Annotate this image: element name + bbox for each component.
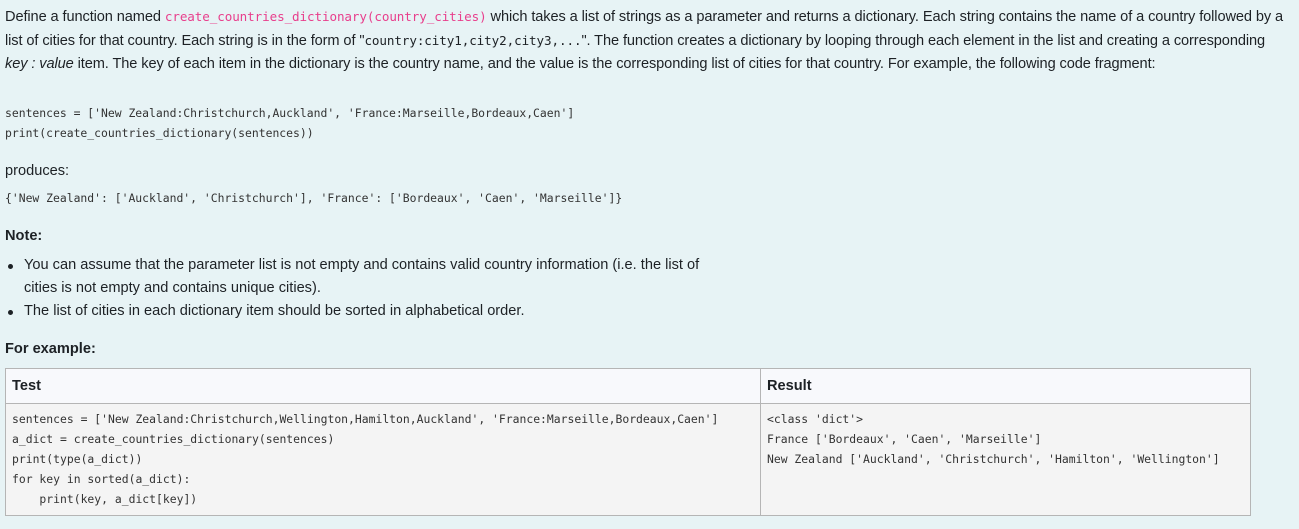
intro-text: which takes a list of strings as a param… xyxy=(5,9,1284,49)
table-header-row: Test Result xyxy=(5,368,1251,404)
output-line: {'New Zealand': ['Auckland', 'Christchur… xyxy=(5,191,623,205)
intro-text: ". The function creates a dictionary by … xyxy=(581,33,1266,49)
header-result: Result xyxy=(760,368,1251,404)
code-line: print(create_countries_dictionary(senten… xyxy=(5,126,314,140)
note-item: The list of cities in each dictionary it… xyxy=(5,300,705,323)
code-line: sentences = ['New Zealand:Christchurch,A… xyxy=(5,106,575,120)
notes-list: You can assume that the parameter list i… xyxy=(5,254,705,323)
table-row: sentences = ['New Zealand:Christchurch,W… xyxy=(5,403,1251,516)
question-intro: Define a function named create_countries… xyxy=(5,5,1290,76)
header-test: Test xyxy=(5,368,761,404)
produces-label: produces: xyxy=(5,163,70,179)
test-code: sentences = ['New Zealand:Christchurch,W… xyxy=(12,412,719,506)
output-fragment: {'New Zealand': ['Auckland', 'Christchur… xyxy=(5,188,622,208)
intro-text: item. The key of each item in the dictio… xyxy=(73,56,1156,72)
result-output: <class 'dict'> France ['Bordeaux', 'Caen… xyxy=(767,412,1220,466)
code-fragment: sentences = ['New Zealand:Christchurch,A… xyxy=(5,103,574,143)
question-text: Define a function named create_countries… xyxy=(5,5,1290,76)
intro-text: Define a function named xyxy=(5,9,165,25)
examples-table: Test Result sentences = ['New Zealand:Ch… xyxy=(5,368,1251,516)
test-cell: sentences = ['New Zealand:Christchurch,W… xyxy=(5,403,761,516)
note-item: You can assume that the parameter list i… xyxy=(5,254,705,300)
note-heading: Note: xyxy=(5,228,43,244)
format-code: country:city1,city2,city3,... xyxy=(364,33,582,48)
result-cell: <class 'dict'> France ['Bordeaux', 'Caen… xyxy=(760,403,1251,516)
key-value-term: key : value xyxy=(5,56,74,72)
for-example-heading: For example: xyxy=(5,341,96,357)
function-signature: create_countries_dictionary(country_citi… xyxy=(164,9,487,24)
